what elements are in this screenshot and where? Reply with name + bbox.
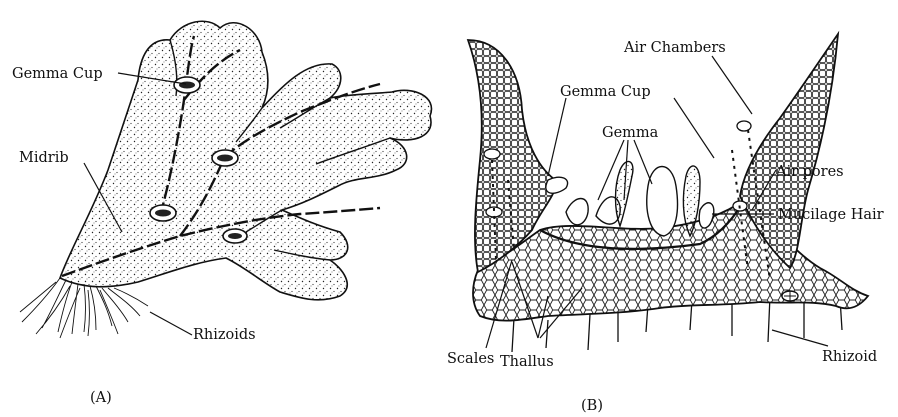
caption-a: (A) — [90, 390, 112, 406]
label-scales: Scales — [447, 351, 494, 367]
gemma-cup-lower-left — [150, 205, 176, 221]
gemma-cup-middle — [212, 150, 238, 166]
caption-b: (B) — [581, 398, 603, 414]
rhizoid-tuft — [20, 278, 148, 338]
label-rhizoids-a: Rhizoids — [193, 327, 256, 343]
leader-rhizoid-b — [772, 330, 828, 346]
label-gemma: Gemma — [602, 125, 659, 141]
gemma-cup-lower-right — [223, 229, 247, 243]
label-thallus: Thallus — [500, 354, 554, 370]
scale-right — [782, 291, 798, 301]
label-air-pores: Air pores — [775, 164, 844, 180]
gemmae — [546, 161, 714, 236]
leader-gemma-3 — [634, 140, 652, 184]
label-mucilage-hair: Mucilage Hair — [778, 207, 884, 223]
figure-b-section: Air Chambers Gemma Cup Gemma Air pores M… — [447, 34, 884, 414]
label-gemma-cup-a: Gemma Cup — [12, 66, 103, 82]
label-air-chambers: Air Chambers — [623, 40, 726, 56]
leader-air-chambers — [712, 56, 752, 114]
leader-rhizoids-a — [150, 312, 192, 335]
gemma-cup-top — [174, 77, 200, 93]
leader-gemma-cup-b-right — [674, 98, 714, 158]
leader-gemma-cup-b — [548, 98, 566, 176]
label-rhizoid-b: Rhizoid — [822, 349, 877, 365]
figure-a-thallus: Gemma Cup Midrib Rhizoids (A) — [12, 21, 431, 406]
label-midrib-a: Midrib — [19, 150, 69, 166]
label-gemma-cup-b: Gemma Cup — [560, 84, 651, 100]
